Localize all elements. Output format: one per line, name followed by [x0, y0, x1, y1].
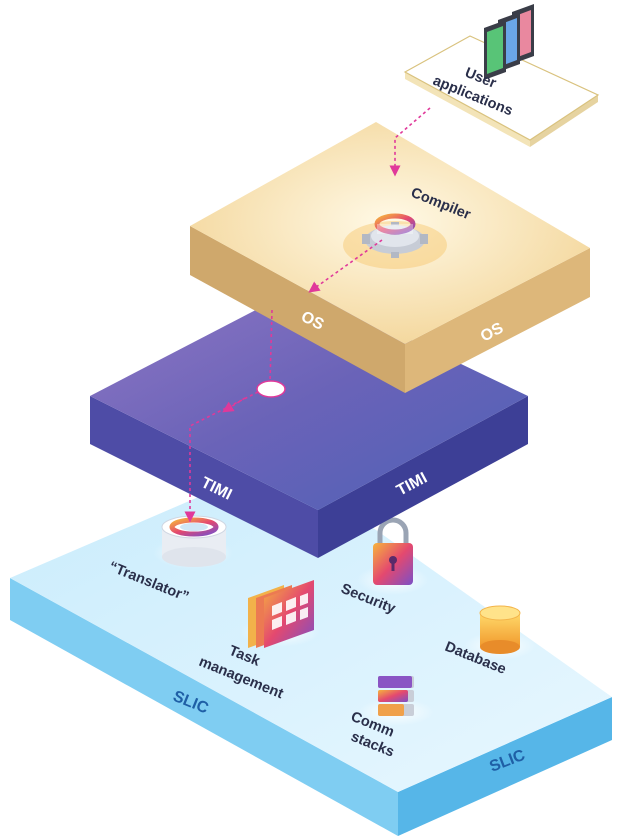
flow-os-to-timi	[269, 309, 273, 383]
flow-path	[184, 107, 431, 523]
app-windows-icon	[484, 4, 534, 80]
padlock-icon	[373, 517, 413, 585]
timi-layer: TIMI TIMI	[90, 287, 528, 558]
timi-layer-top	[90, 287, 528, 510]
flow-user-to-compiler	[389, 107, 431, 177]
translator-drum-icon	[161, 515, 227, 567]
flow-timi-to-translator	[184, 391, 259, 523]
os-layer-right-face	[405, 248, 590, 393]
user-apps-card-side-right	[530, 95, 598, 147]
timi-layer-right-face	[318, 396, 528, 558]
timi-layer-left-face	[90, 396, 318, 558]
stacked-servers-icon	[378, 676, 414, 716]
database-cylinder-icon	[479, 605, 521, 654]
slic-layer-left-face	[10, 578, 398, 836]
flow-timi-inner-arrow	[222, 397, 246, 413]
user-applications-node: User applications	[403, 4, 600, 147]
gear-icon	[362, 213, 428, 258]
flow-compiler-to-os	[308, 239, 383, 293]
task-window-icon	[248, 580, 314, 648]
user-apps-card	[403, 35, 600, 141]
user-apps-card-side	[405, 72, 530, 147]
os-layer-left-face	[190, 226, 405, 393]
slic-layer-right-face	[398, 697, 612, 836]
timi-entry-node	[256, 380, 286, 398]
